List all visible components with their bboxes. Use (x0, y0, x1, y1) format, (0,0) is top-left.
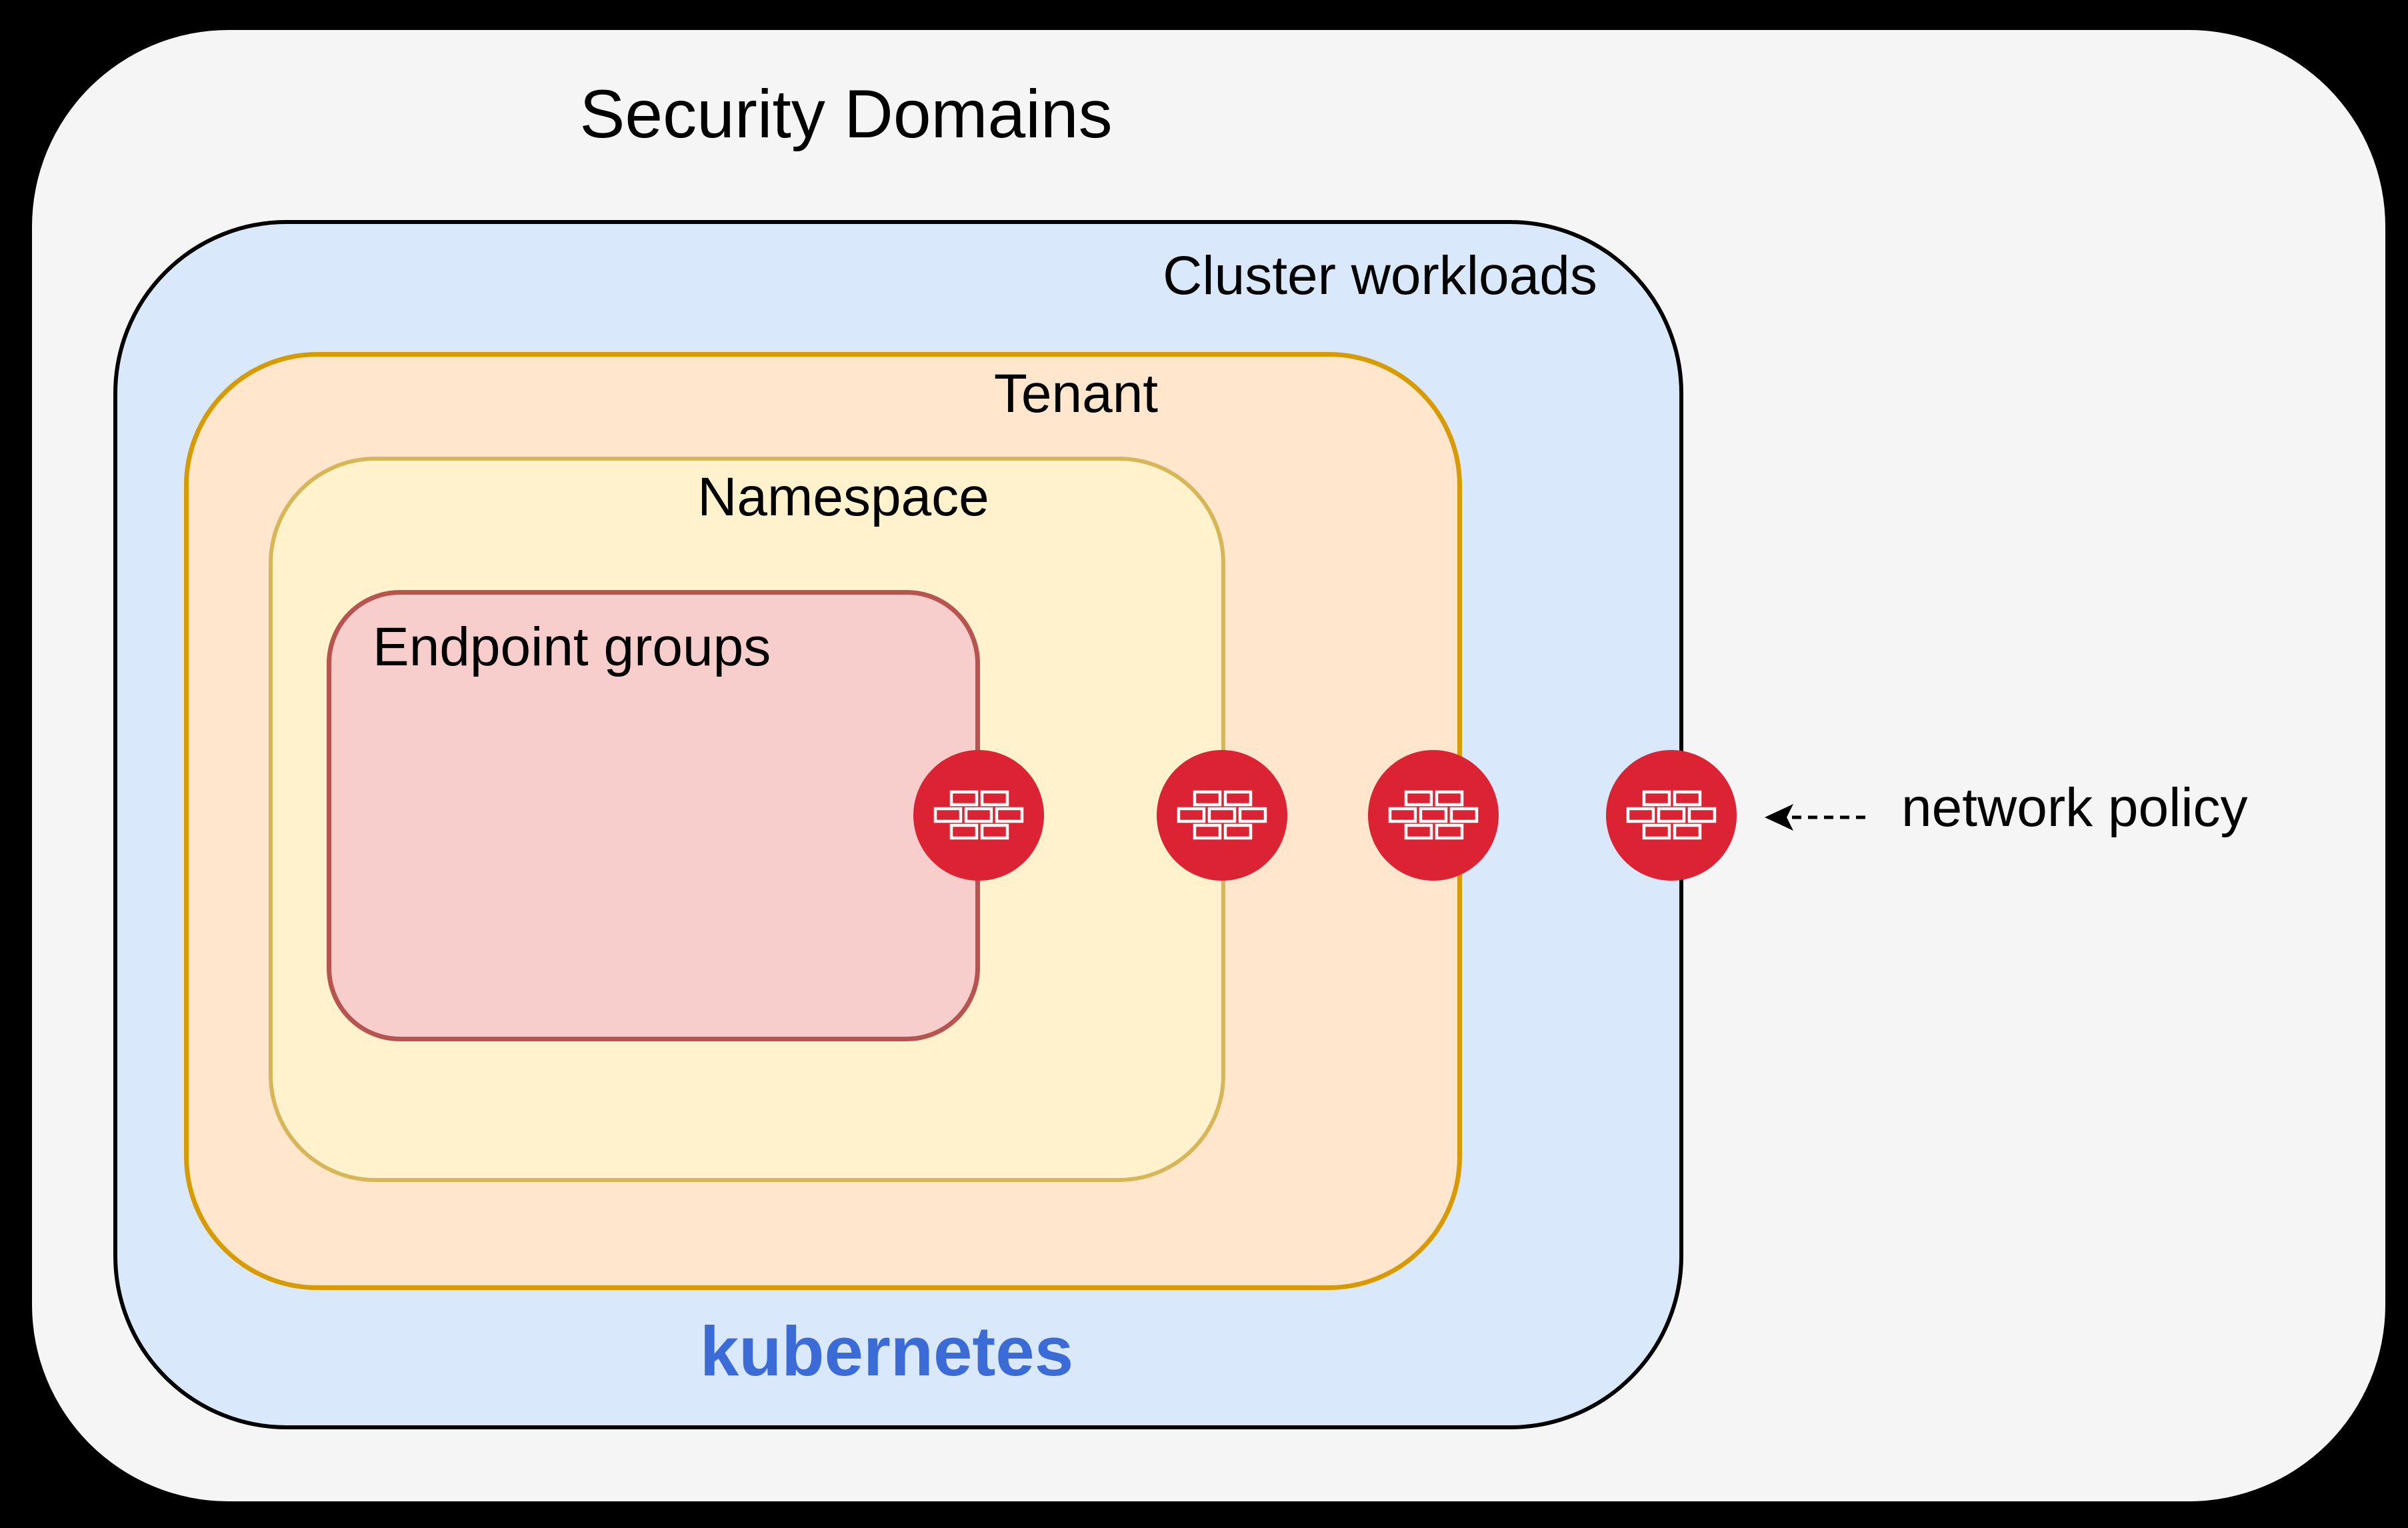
network-policy-label: network policy (1901, 777, 2248, 838)
dashed-arrow-icon (1765, 804, 1871, 831)
endpoint-groups-box: Endpoint groups (327, 590, 980, 1041)
endpoint-groups-label: Endpoint groups (373, 617, 771, 677)
firewall-icon (1606, 750, 1737, 881)
firewall-icon (1368, 750, 1499, 881)
kubernetes-brand-label: kubernetes (699, 1313, 1074, 1391)
tenant-label: Tenant (993, 363, 1159, 424)
cluster-workloads-label: Cluster workloads (1163, 245, 1597, 306)
firewall-icon (1157, 750, 1287, 881)
page-title: Security Domains (579, 76, 1113, 152)
security-domains-panel: Security Domains Cluster workloads Tenan… (32, 30, 2385, 1501)
namespace-label: Namespace (697, 467, 989, 527)
firewall-icon (913, 750, 1044, 881)
namespace-box: Namespace Endpoint groups (269, 457, 1225, 1182)
